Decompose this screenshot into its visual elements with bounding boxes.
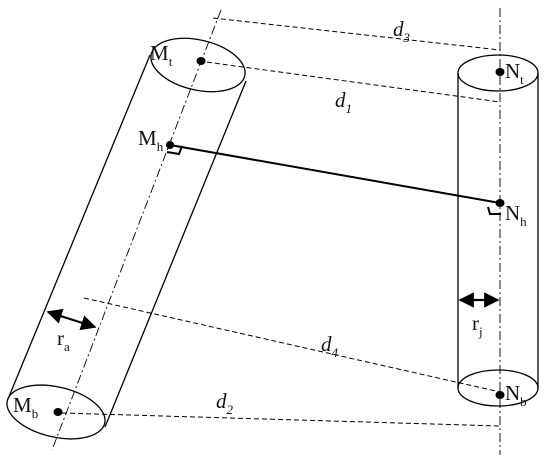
distance-line-d1 (198, 60, 501, 103)
label-d2: d2 (216, 389, 234, 417)
label-d4: d4 (321, 332, 339, 360)
tilted-cylinder-top-ellipse (150, 37, 246, 93)
tilted-cylinder-axis (51, 9, 222, 451)
distance-line-d2 (61, 412, 501, 427)
point-mb (53, 408, 63, 416)
point-mh (166, 141, 174, 149)
label-d1: d1 (335, 88, 352, 116)
label-mt: Mt (150, 41, 173, 69)
distance-line-d4 (83, 297, 501, 393)
label-rj: rj (472, 311, 483, 339)
label-mh: Mh (138, 126, 164, 154)
point-nb (495, 391, 505, 399)
label-mb: Mb (13, 393, 38, 421)
distance-line-d3 (212, 17, 501, 51)
tilted-cylinder-left-edge (7, 54, 151, 400)
point-mt (196, 57, 206, 65)
common-perpendicular-segment (169, 144, 501, 204)
radius-arrow-ra (46, 308, 97, 331)
label-nb: Nb (505, 381, 527, 409)
tilted-cylinder-bottom-ellipse (6, 384, 106, 440)
tilted-cylinder-right-edge (104, 80, 247, 428)
label-nh: Nh (505, 201, 527, 229)
label-ra: ra (57, 326, 70, 354)
label-nt: Nt (505, 59, 524, 87)
tilted-cylinder (6, 37, 247, 440)
label-d3: d3 (393, 17, 411, 45)
right-angle-mark-nh (487, 206, 501, 215)
point-nh (495, 199, 505, 207)
vertical-cylinder (457, 54, 539, 407)
right-angle-mark-mh (166, 145, 183, 156)
point-nt (495, 68, 505, 76)
